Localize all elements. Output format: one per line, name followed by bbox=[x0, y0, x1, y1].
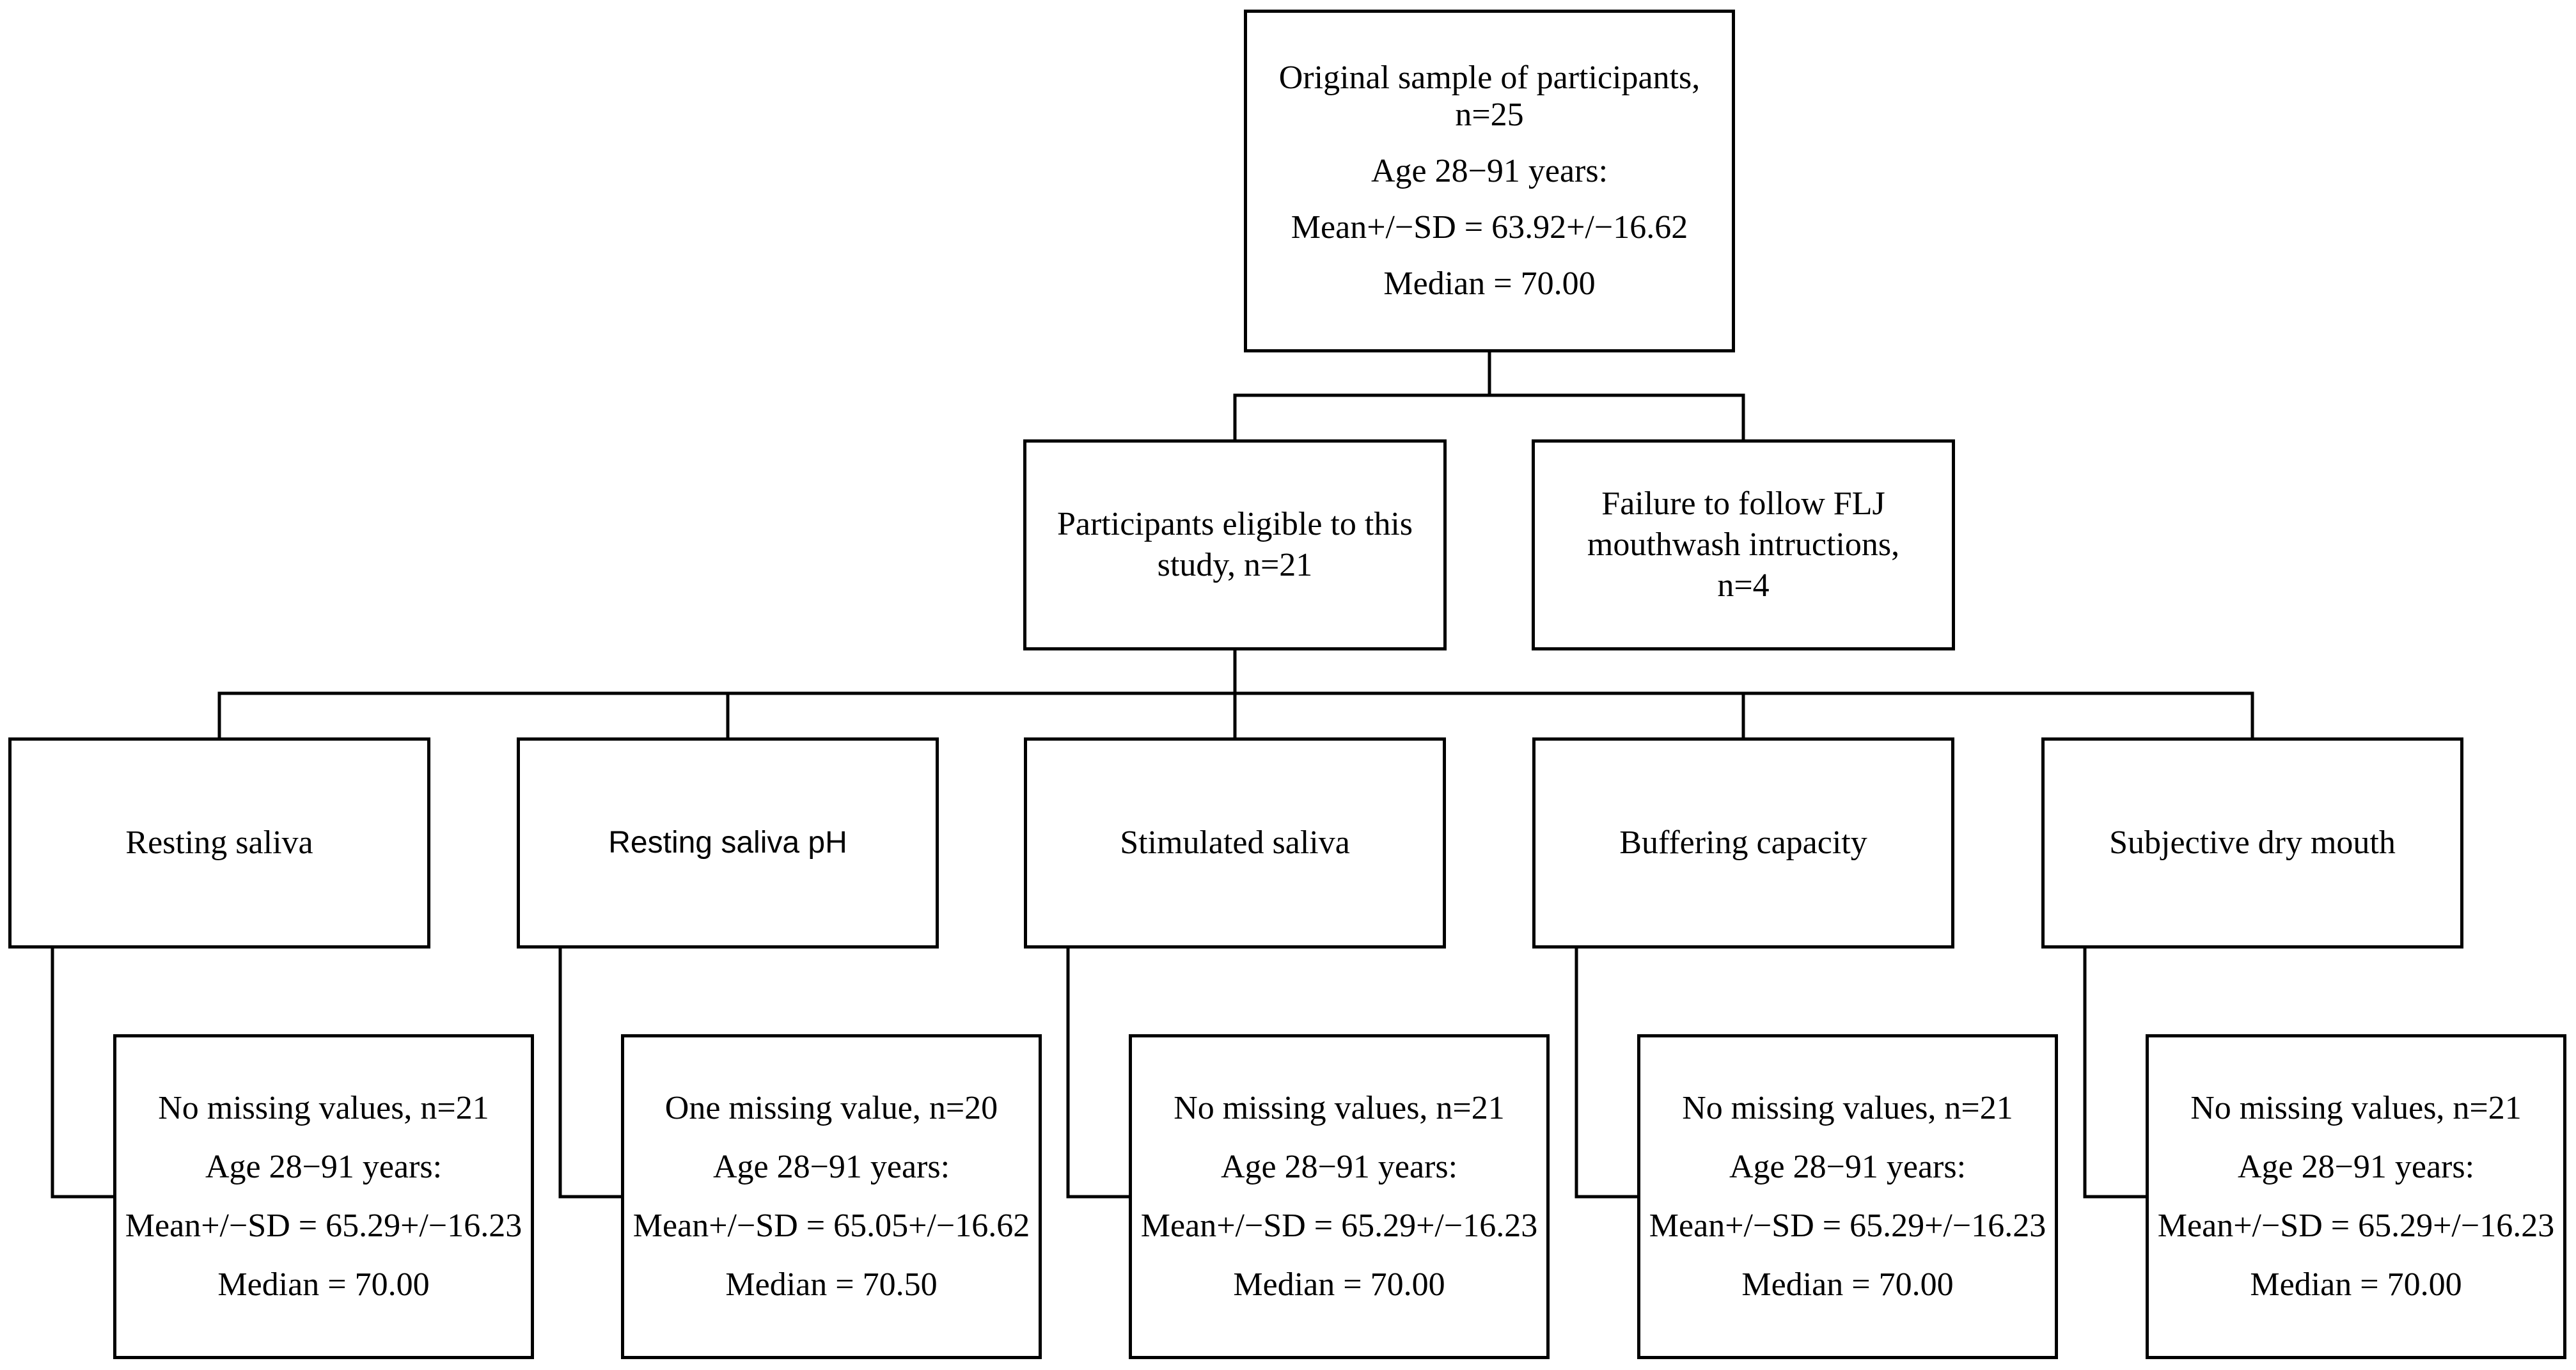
result-missing: No missing values, n=21 bbox=[1682, 1090, 2013, 1126]
result-mean-sd: Mean+/−SD = 65.29+/−16.23 bbox=[1649, 1208, 2046, 1244]
failure-line-3: n=4 bbox=[1717, 567, 1770, 604]
result-mean-sd: Mean+/−SD = 65.29+/−16.23 bbox=[2157, 1208, 2555, 1244]
result-age: Age 28−91 years: bbox=[1220, 1149, 1458, 1185]
original-sample-box: Original sample of participants, n=25 Ag… bbox=[1244, 10, 1735, 352]
category-box-resting-saliva: Resting saliva bbox=[8, 737, 430, 949]
result-age: Age 28−91 years: bbox=[712, 1149, 950, 1185]
original-mean-sd: Mean+/−SD = 63.92+/−16.62 bbox=[1291, 209, 1688, 246]
result-mean-sd: Mean+/−SD = 65.05+/−16.62 bbox=[632, 1208, 1030, 1244]
result-box-resting-saliva: No missing values, n=21 Age 28−91 years:… bbox=[113, 1034, 534, 1359]
result-age: Age 28−91 years: bbox=[1729, 1149, 1967, 1185]
original-age: Age 28−91 years: bbox=[1370, 153, 1608, 189]
result-box-resting-saliva-ph: One missing value, n=20 Age 28−91 years:… bbox=[621, 1034, 1042, 1359]
category-label: Subjective dry mouth bbox=[2109, 824, 2396, 861]
connector-cat-1-result bbox=[558, 947, 623, 1199]
category-box-buffering-capacity: Buffering capacity bbox=[1532, 737, 1954, 949]
original-title: Original sample of participants, bbox=[1278, 59, 1700, 96]
category-box-subjective-dry-mouth: Subjective dry mouth bbox=[2041, 737, 2463, 949]
connector-cat-0-result bbox=[51, 947, 115, 1199]
category-box-resting-saliva-ph: Resting saliva pH bbox=[517, 737, 939, 949]
result-missing: No missing values, n=21 bbox=[1174, 1090, 1505, 1126]
result-box-buffering-capacity: No missing values, n=21 Age 28−91 years:… bbox=[1637, 1034, 2058, 1359]
eligible-line-1: Participants eligible to this bbox=[1056, 506, 1413, 542]
failure-line-2: mouthwash intructions, bbox=[1587, 526, 1900, 563]
result-age: Age 28−91 years: bbox=[2237, 1149, 2475, 1185]
eligible-line-2: study, n=21 bbox=[1157, 547, 1313, 583]
category-box-stimulated-saliva: Stimulated saliva bbox=[1024, 737, 1446, 949]
result-mean-sd: Mean+/−SD = 65.29+/−16.23 bbox=[125, 1208, 522, 1244]
eligible-participants-box: Participants eligible to this study, n=2… bbox=[1023, 439, 1447, 650]
original-median: Median = 70.00 bbox=[1383, 265, 1596, 302]
result-mean-sd: Mean+/−SD = 65.29+/−16.23 bbox=[1140, 1208, 1538, 1244]
result-median: Median = 70.00 bbox=[217, 1266, 430, 1303]
category-label: Resting saliva bbox=[125, 824, 313, 861]
result-box-stimulated-saliva: No missing values, n=21 Age 28−91 years:… bbox=[1129, 1034, 1550, 1359]
result-missing: No missing values, n=21 bbox=[158, 1090, 489, 1126]
category-label: Resting saliva pH bbox=[608, 826, 847, 860]
result-age: Age 28−91 years: bbox=[205, 1149, 443, 1185]
result-box-subjective-dry-mouth: No missing values, n=21 Age 28−91 years:… bbox=[2146, 1034, 2566, 1359]
connector-cat-3-result bbox=[1575, 947, 1639, 1199]
category-label: Stimulated saliva bbox=[1120, 824, 1350, 861]
result-median: Median = 70.00 bbox=[1233, 1266, 1445, 1303]
result-median: Median = 70.00 bbox=[2250, 1266, 2462, 1303]
result-median: Median = 70.50 bbox=[725, 1266, 938, 1303]
category-label: Buffering capacity bbox=[1619, 824, 1867, 861]
connector-cat-4-result bbox=[2083, 947, 2148, 1199]
result-missing: One missing value, n=20 bbox=[664, 1090, 998, 1126]
result-median: Median = 70.00 bbox=[1741, 1266, 1954, 1303]
failure-excluded-box: Failure to follow FLJ mouthwash intructi… bbox=[1532, 439, 1955, 650]
connector-cat-2-result bbox=[1066, 947, 1131, 1199]
result-missing: No missing values, n=21 bbox=[2190, 1090, 2522, 1126]
failure-line-1: Failure to follow FLJ bbox=[1601, 485, 1885, 522]
original-n: n=25 bbox=[1455, 97, 1524, 133]
